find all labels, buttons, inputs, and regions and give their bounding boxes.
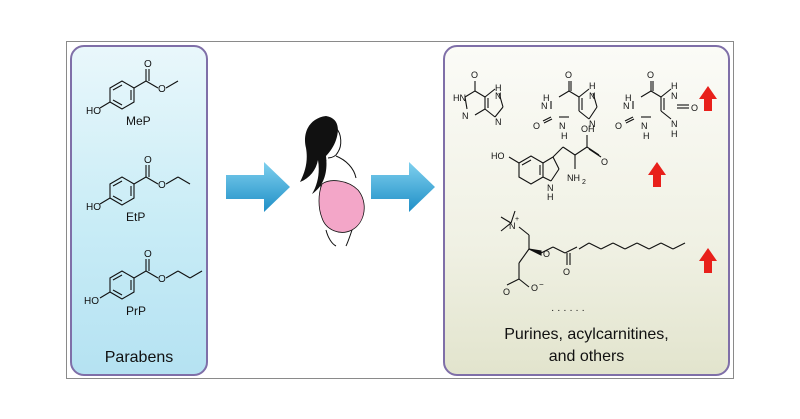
ua-n1: N [623,101,630,111]
hydroxytryptophan-structure [508,135,602,185]
red-up-arrow-purines [699,86,717,111]
ua-h2: H [643,131,650,141]
ua-h: H [625,93,632,103]
etp-structure [99,165,191,206]
mep-ester-o: O [158,84,166,95]
carn-plus: + [515,216,519,223]
hx-h: H [495,83,502,93]
xanthine-structure [542,81,598,124]
xa-n3: N [589,91,596,101]
face [327,127,342,159]
ua-o3: O [691,103,698,113]
carn-ester-o: O [543,249,550,259]
htp-oh: OH [581,124,595,134]
xa-h3: H [589,81,596,91]
etp-carbonyl-o: O [144,155,152,166]
htp-nh: NH [567,173,580,183]
hx-n3: N [495,117,502,127]
ua-n4: N [671,119,678,129]
parabens-label: Parabens [104,349,174,366]
prp-carbonyl-o: O [144,249,152,260]
legs [325,229,353,247]
carn-minus: − [539,280,544,289]
xa-n4: N [589,119,596,129]
prp-ester-o: O [158,274,166,285]
htp-h: H [547,192,554,202]
shoulder-line [335,155,357,179]
mep-ho: HO [86,106,101,117]
carn-o: O [503,287,510,297]
ua-h3: H [671,81,678,91]
xa-h2: H [561,131,568,141]
xa-o1: O [565,70,572,80]
htp-o: O [601,157,608,167]
etp-label: EtP [126,210,145,224]
etp-ho: HO [86,202,101,213]
xa-o2: O [533,121,540,131]
prp-structure [99,259,203,300]
htp-n: N [547,183,554,193]
hx-n1: N [462,111,469,121]
hair [300,116,338,194]
mep-carbonyl-o: O [144,59,152,70]
ua-h4: H [671,129,678,139]
ua-n3: N [671,91,678,101]
mep-label: MeP [126,114,151,128]
carn-carbonyl-o: O [563,267,570,277]
left-blue-arrow [226,162,290,212]
acylcarnitine-structure [500,210,686,288]
metabolites-label-line1: Purines, acylcarnitines, [504,326,669,343]
red-up-arrow-tryptophan [648,162,666,187]
carn-n: N [509,221,516,231]
hypoxanthine-structure [464,81,504,118]
red-up-arrow-carnitine [699,248,717,273]
htp-ho: HO [491,151,505,161]
hx-hn: HN [453,93,466,103]
metabolites-label-line2: and others [548,348,625,365]
ellipsis: · · · · · · [551,305,585,316]
xa-n2: N [559,121,566,131]
uric-acid-structure [624,81,689,124]
prp-label: PrP [126,304,146,318]
etp-ester-o: O [158,180,166,191]
hx-n2: N [495,91,502,101]
xa-h: H [543,93,550,103]
hx-o: O [471,70,478,80]
ua-o2: O [615,121,622,131]
pink-belly [318,180,365,233]
prp-ho: HO [84,296,99,307]
right-blue-arrow [371,162,435,212]
metabolites-panel [443,45,730,376]
xa-n1: N [541,101,548,111]
parabens-panel [70,45,208,376]
pregnant-woman-illustration [300,116,365,247]
metabolite-structures: O HN N H N N O H N O N H H N N O H N O N… [453,70,717,316]
ua-n2: N [641,121,648,131]
htp-sub2: 2 [582,179,586,186]
parabens-structures: O O HO O O HO O O HO MeP EtP PrP [84,59,203,318]
ua-o1: O [647,70,654,80]
mep-structure [99,69,179,110]
carn-ominus: O [531,283,538,293]
